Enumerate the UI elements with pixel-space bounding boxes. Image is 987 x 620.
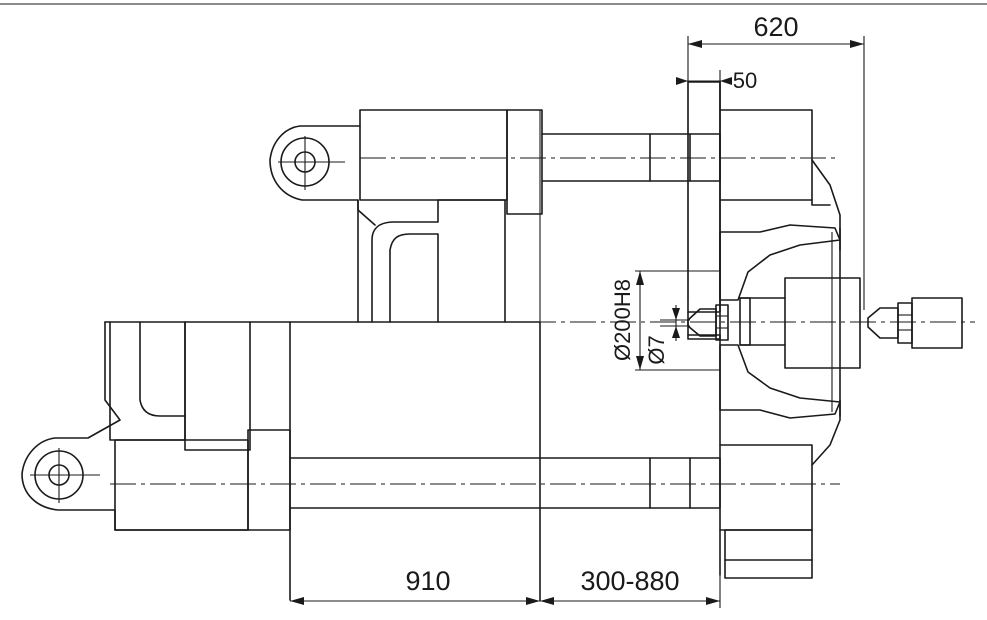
main-frame xyxy=(104,110,541,601)
nozzle-assembly xyxy=(687,277,963,369)
dimension-label-nozzle: Ø7 xyxy=(644,335,669,364)
dimension-label-bore: Ø200H8 xyxy=(610,279,635,361)
dimension-label-620: 620 xyxy=(753,12,798,42)
dimension-label-50: 50 xyxy=(733,68,757,93)
dimension-label-300-880: 300-880 xyxy=(580,566,679,596)
dimension-label-910: 910 xyxy=(405,566,450,596)
dimension-620: 620 xyxy=(687,12,865,310)
lower-cylinder xyxy=(21,321,721,531)
dimension-50: 50 xyxy=(676,68,757,93)
dimension-nozzle: Ø7 xyxy=(644,305,690,365)
upper-cylinder xyxy=(269,109,721,323)
fixed-platen xyxy=(687,81,841,579)
dimension-910: 910 xyxy=(290,566,540,605)
dimension-bore: Ø200H8 xyxy=(610,270,720,371)
center-lines xyxy=(110,157,975,485)
dimension-300-880: 300-880 xyxy=(540,566,721,608)
